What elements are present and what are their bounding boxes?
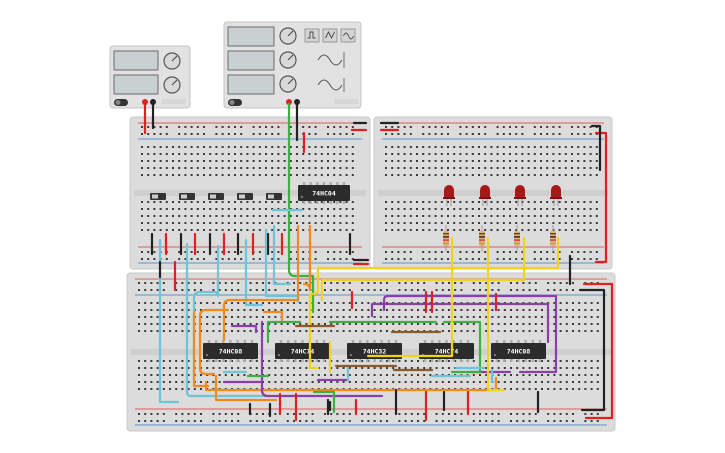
- wires: [143, 102, 614, 422]
- terminal-positive-icon[interactable]: [142, 99, 148, 105]
- terminal-negative-icon[interactable]: [294, 99, 300, 105]
- chip-label: 74HC32: [363, 347, 387, 355]
- chip-u1[interactable]: 74HC04: [298, 182, 350, 204]
- wire-green-segment[interactable]: [442, 320, 482, 374]
- wire-orange-segment[interactable]: [222, 224, 300, 342]
- wire-orange-segment[interactable]: [262, 310, 284, 324]
- chip-label: 74HC74: [435, 347, 459, 355]
- resistor[interactable]: [550, 225, 556, 252]
- chip-u3[interactable]: 74HC74: [275, 340, 330, 362]
- chip-label: 74HC08: [507, 347, 531, 355]
- led[interactable]: [514, 185, 526, 206]
- ic-chips: 74HC04 74HC08 74HC74 74HC32 74HC74 74HC08: [203, 182, 546, 362]
- power-supply[interactable]: [109, 45, 191, 109]
- wire-green-segment[interactable]: [266, 320, 302, 344]
- triangle-wave-icon: [325, 30, 335, 40]
- resistor[interactable]: [514, 225, 520, 252]
- center-channel: [378, 190, 608, 196]
- wire-lightblue-segment[interactable]: [192, 244, 220, 382]
- wire-green-segment[interactable]: [312, 390, 336, 414]
- wire-red-segment[interactable]: [582, 282, 614, 420]
- amplitude-diagram-icon: [317, 54, 343, 66]
- wire-lightblue-segment[interactable]: [185, 242, 267, 398]
- wire-purple-segment[interactable]: [260, 320, 384, 398]
- sine-wave-icon: [343, 32, 354, 40]
- wire-yellow-segment[interactable]: [320, 236, 526, 302]
- wire-yellow-segment[interactable]: [486, 236, 506, 392]
- terminal-negative-icon[interactable]: [150, 99, 156, 105]
- wire-purple-segment[interactable]: [382, 294, 558, 374]
- wire-orange-segment[interactable]: [214, 374, 278, 402]
- slide-switch[interactable]: [208, 193, 224, 200]
- wire-orange-segment[interactable]: [204, 376, 498, 392]
- led[interactable]: [550, 185, 562, 206]
- chip-u2[interactable]: 74HC08: [203, 340, 258, 362]
- display-panel: [227, 74, 275, 95]
- terminal-positive-icon[interactable]: [286, 99, 292, 105]
- led[interactable]: [479, 185, 491, 206]
- chip-label: 74HC08: [219, 347, 243, 355]
- offset-diagram-icon: [317, 79, 343, 91]
- resistor[interactable]: [479, 225, 485, 252]
- square-wave-button[interactable]: [304, 28, 320, 43]
- display-panel: [113, 74, 159, 95]
- slide-switch[interactable]: [237, 193, 253, 200]
- components: [150, 185, 562, 252]
- breadboards: [126, 116, 616, 432]
- slide-switch[interactable]: [179, 193, 195, 200]
- chip-label: 74HC04: [312, 189, 336, 197]
- chip-u5[interactable]: 74HC74: [419, 340, 474, 362]
- chip-label: 74HC74: [291, 347, 315, 355]
- wire-yellow-segment[interactable]: [366, 236, 454, 358]
- wire-orange-segment[interactable]: [302, 224, 312, 292]
- display-panel: [227, 50, 275, 71]
- wire-yellow-segment[interactable]: [308, 236, 560, 370]
- wire-green-segment[interactable]: [287, 102, 315, 314]
- square-wave-icon: [307, 31, 316, 39]
- wire-orange-segment[interactable]: [198, 308, 230, 376]
- slide-switch[interactable]: [266, 193, 282, 200]
- wire-purple-segment[interactable]: [370, 302, 550, 344]
- wire-orange-segment[interactable]: [192, 310, 210, 388]
- resistor[interactable]: [443, 225, 449, 252]
- led[interactable]: [443, 185, 455, 206]
- wire-black-segment[interactable]: [590, 124, 602, 172]
- chip-u4[interactable]: 74HC32: [347, 340, 402, 362]
- wire-black-segment[interactable]: [578, 288, 606, 412]
- wire-lightblue-segment[interactable]: [272, 224, 292, 286]
- wire-lightblue-segment[interactable]: [158, 238, 180, 404]
- slide-switch[interactable]: [150, 193, 166, 200]
- display-panel: [113, 50, 159, 71]
- wire-purple-segment[interactable]: [230, 324, 258, 334]
- chip-u6[interactable]: 74HC08: [491, 340, 546, 362]
- display-panel: [227, 26, 275, 47]
- wire-lightblue-segment[interactable]: [244, 238, 264, 307]
- function-generator[interactable]: [223, 21, 362, 109]
